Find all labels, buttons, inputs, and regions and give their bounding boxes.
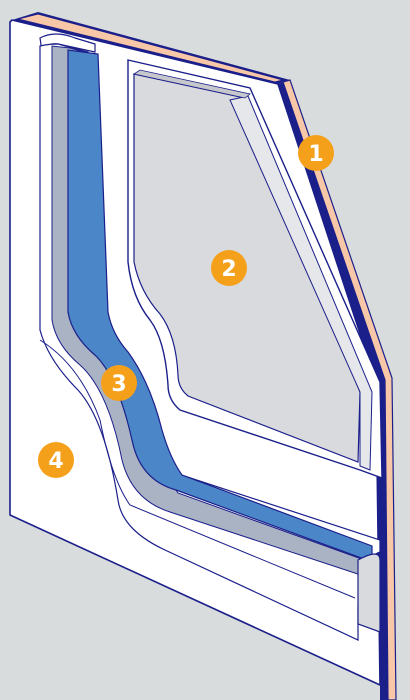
marker-4: 4 (38, 442, 74, 478)
marker-3-label: 3 (111, 372, 126, 397)
marker-2-badge-icon (211, 250, 247, 286)
door-edge-face (278, 80, 396, 700)
marker-1: 1 (298, 135, 334, 171)
marker-2-label: 2 (221, 257, 236, 282)
marker-4-label: 4 (48, 449, 63, 474)
marker-3: 3 (101, 365, 137, 401)
marker-4-badge-icon (38, 442, 74, 478)
glass-bevel-top (132, 69, 251, 99)
marker-1-badge-icon (298, 135, 334, 171)
marker-2: 2 (211, 250, 247, 286)
marker-1-label: 1 (308, 142, 323, 167)
marker-3-badge-icon (101, 365, 137, 401)
panel-curve-line (39, 339, 356, 599)
channel-end-cap (357, 553, 381, 633)
edge-band-top-stripe (17, 13, 285, 83)
